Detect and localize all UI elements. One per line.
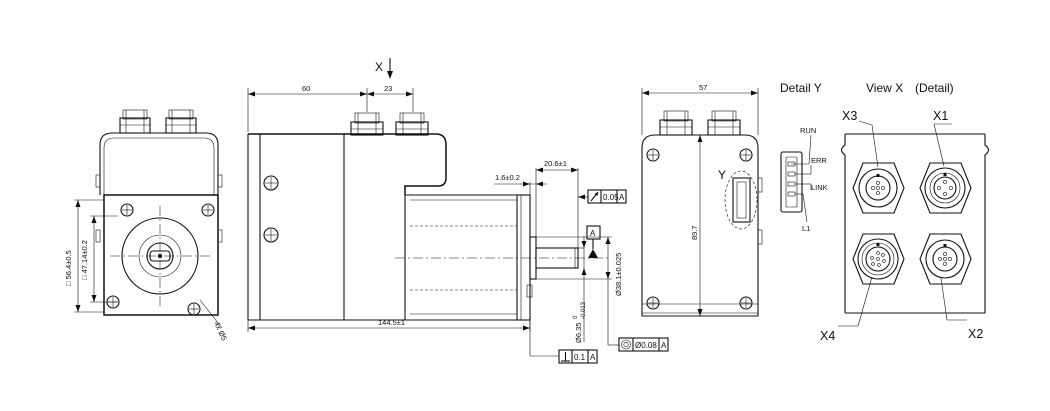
perpendicularity-frame: 0.1 A — [558, 349, 598, 364]
dim-60: 60 — [302, 84, 310, 93]
dim-6-35: Ø6.35 0 -0.013 — [573, 301, 587, 343]
view-x-detail: View X (Detail) — [820, 81, 990, 343]
svg-text:Ø0.08: Ø0.08 — [635, 341, 657, 350]
y-callout: Y — [718, 168, 726, 182]
dim-4x-hole: 4x Ø5 — [212, 320, 229, 342]
view-x-title: View X — [866, 81, 903, 95]
dim-47-14: □ 47.14±0.2 — [80, 240, 89, 280]
side-view: 60 23 X — [247, 58, 669, 364]
led-err-label: ERR — [811, 156, 827, 165]
svg-text:A: A — [590, 229, 596, 238]
connector-cap-left — [119, 109, 151, 134]
label-x4: X4 — [820, 329, 835, 343]
detail-y: Detail Y RUN ERR LINK L1 — [780, 81, 828, 233]
connector-x4 — [852, 233, 905, 285]
led-link-label: LINK — [811, 183, 828, 192]
svg-text:0.1: 0.1 — [574, 353, 586, 362]
svg-text:0: 0 — [573, 315, 579, 319]
side-connector-x1 — [395, 112, 429, 136]
svg-text:A: A — [590, 353, 596, 362]
svg-text:0.05: 0.05 — [603, 193, 619, 202]
view-x-label: X — [375, 60, 383, 74]
label-x2: X2 — [968, 327, 983, 341]
label-x1: X1 — [933, 109, 948, 123]
dim-23: 23 — [384, 84, 392, 93]
connector-x3 — [852, 162, 905, 214]
dim-20-6: 20.6±1 — [544, 159, 567, 168]
svg-text:A: A — [619, 193, 625, 202]
dim-144-5: 144.5±1 — [378, 318, 405, 327]
runout-tolerance-frame: 0.05 A — [587, 189, 627, 204]
label-x3: X3 — [842, 109, 857, 123]
concentricity-frame: Ø0.08 A — [618, 337, 669, 352]
dim-89-7: 89.7 — [690, 225, 699, 240]
connector-x2 — [919, 233, 972, 285]
connector-x1 — [919, 162, 972, 214]
dim-57: 57 — [699, 83, 707, 92]
front-view: □ 56.4±0.5 □ 47.14±0.2 4x Ø5 — [64, 109, 229, 342]
rear-connector-right — [707, 110, 741, 136]
dim-1-6: 1.6±0.2 — [495, 173, 520, 182]
side-connector-x3 — [350, 112, 384, 136]
led-run-label: RUN — [800, 126, 816, 135]
detail-y-title: Detail Y — [780, 81, 822, 95]
svg-text:Ø6.35: Ø6.35 — [574, 323, 583, 343]
rear-connector-left — [659, 110, 693, 136]
connector-cap-right — [165, 109, 197, 134]
svg-text:A: A — [661, 341, 667, 350]
rear-view: 57 Y 89 — [641, 83, 763, 317]
led-l1-label: L1 — [802, 224, 810, 233]
view-x-subtitle: (Detail) — [915, 81, 954, 95]
datum-a: A — [586, 225, 601, 258]
dim-56-4: □ 56.4±0.5 — [64, 250, 73, 286]
dim-38-1: Ø38.1±0.025 — [614, 253, 623, 296]
svg-text:-0.013: -0.013 — [581, 301, 587, 319]
